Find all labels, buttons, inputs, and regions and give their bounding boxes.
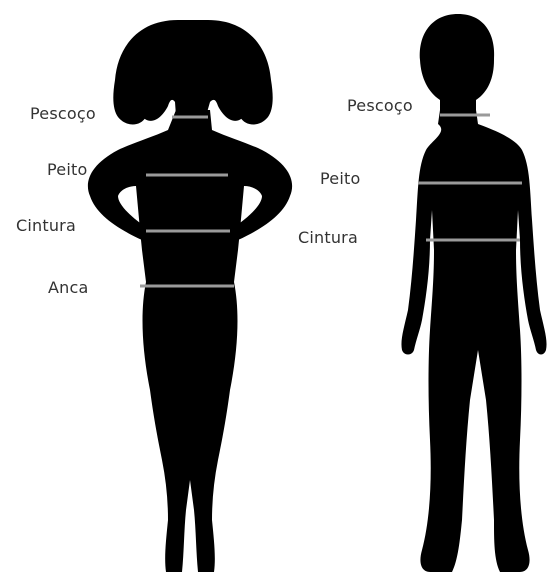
girl-waist-label: Cintura <box>16 218 76 234</box>
boy-waist-label: Cintura <box>298 230 358 246</box>
girl-hip-label: Anca <box>48 280 89 296</box>
girl-neck-label: Pescoço <box>30 106 96 122</box>
boy-silhouette <box>401 14 546 572</box>
girl-silhouette <box>88 20 292 572</box>
boy-chest-label: Peito <box>320 171 360 187</box>
boy-neck-label: Pescoço <box>347 98 413 114</box>
girl-chest-label: Peito <box>47 162 87 178</box>
